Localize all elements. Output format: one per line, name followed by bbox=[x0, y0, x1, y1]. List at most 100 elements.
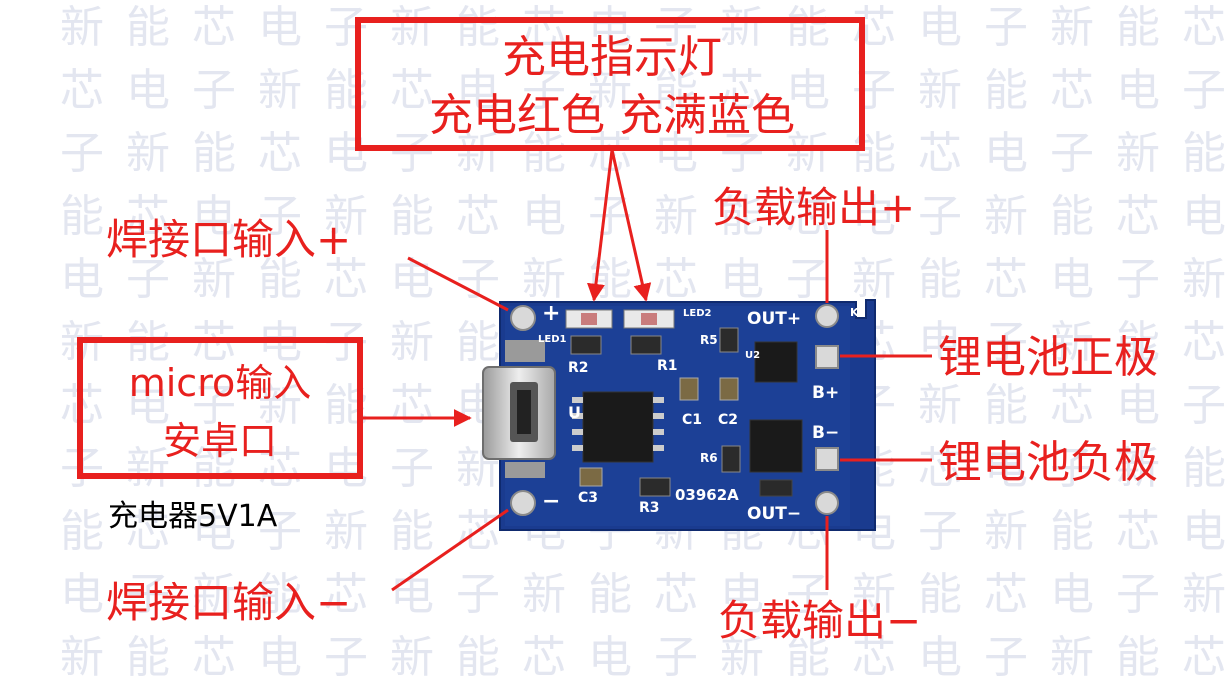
line-input-minus bbox=[391, 508, 509, 592]
watermark-glyph: 电 bbox=[786, 65, 830, 116]
watermark-glyph: 芯 bbox=[1182, 2, 1226, 53]
line-input-plus bbox=[407, 256, 509, 312]
silk-r3: R3 bbox=[639, 500, 660, 516]
watermark-glyph: 子 bbox=[390, 443, 434, 494]
watermark-glyph: 子 bbox=[786, 254, 830, 305]
watermark-glyph: 能 bbox=[918, 569, 962, 620]
watermark-glyph: 电 bbox=[390, 254, 434, 305]
watermark-glyph: 新 bbox=[258, 65, 302, 116]
watermark-glyph: 能 bbox=[786, 632, 830, 681]
micro-usb-connector bbox=[482, 340, 556, 478]
watermark-glyph: 电 bbox=[918, 632, 962, 681]
label-battery-negative: 锂电池负极 bbox=[938, 437, 1158, 488]
arrow-led1 bbox=[586, 149, 614, 302]
watermark-glyph: 新 bbox=[192, 569, 236, 620]
watermark-glyph: 新 bbox=[984, 191, 1028, 242]
watermark-glyph: 芯 bbox=[1182, 632, 1226, 681]
watermark-glyph: 能 bbox=[456, 2, 500, 53]
watermark-glyph: 新 bbox=[126, 128, 170, 179]
watermark-glyph: 新 bbox=[984, 506, 1028, 557]
watermark-glyph: 电 bbox=[192, 191, 236, 242]
watermark-glyph: 芯 bbox=[258, 128, 302, 179]
watermark-glyph: 子 bbox=[1050, 128, 1094, 179]
watermark-glyph: 新 bbox=[60, 2, 104, 53]
watermark-glyph: 新 bbox=[1182, 569, 1226, 620]
charger-board: + − LED1 LED2 OUT+ OUT− B+ B− K U U2 R1 … bbox=[482, 299, 876, 531]
watermark-glyph: 电 bbox=[456, 65, 500, 116]
watermark-glyph: 新 bbox=[852, 254, 896, 305]
watermark-glyph: 新 bbox=[654, 191, 698, 242]
pad-input-minus bbox=[510, 490, 536, 516]
watermark-glyph: 芯 bbox=[324, 254, 368, 305]
watermark-glyph: 芯 bbox=[60, 65, 104, 116]
watermark-glyph: 子 bbox=[126, 569, 170, 620]
watermark-glyph: 能 bbox=[984, 380, 1028, 431]
watermark-glyph: 电 bbox=[720, 254, 764, 305]
watermark-glyph: 新 bbox=[786, 128, 830, 179]
watermark-glyph: 芯 bbox=[852, 2, 896, 53]
watermark-glyph: 子 bbox=[852, 65, 896, 116]
protection-ic-u2 bbox=[754, 341, 798, 383]
watermark-glyph: 电 bbox=[984, 128, 1028, 179]
watermark-glyph: 芯 bbox=[852, 632, 896, 681]
watermark-glyph: 芯 bbox=[984, 569, 1028, 620]
watermark-glyph: 电 bbox=[1050, 569, 1094, 620]
watermark-glyph: 电 bbox=[1116, 380, 1160, 431]
watermark-glyph: 新 bbox=[390, 2, 434, 53]
watermark-glyph: 子 bbox=[1050, 443, 1094, 494]
watermark-glyph: 能 bbox=[60, 191, 104, 242]
watermark-glyph: 新 bbox=[1116, 128, 1160, 179]
watermark-glyph: 能 bbox=[192, 128, 236, 179]
watermark-glyph: 能 bbox=[126, 2, 170, 53]
watermark-glyph: 新 bbox=[390, 317, 434, 368]
watermark-glyph: 电 bbox=[1182, 191, 1226, 242]
watermark-glyph: 芯 bbox=[786, 191, 830, 242]
silk-out-minus: OUT− bbox=[747, 504, 801, 524]
watermark-glyph: 电 bbox=[588, 632, 632, 681]
label-android-port: 安卓口 bbox=[163, 419, 277, 463]
watermark-glyph: 子 bbox=[324, 2, 368, 53]
watermark-glyph: 能 bbox=[1116, 317, 1160, 368]
silk-u2: U2 bbox=[745, 350, 760, 361]
watermark-glyph: 能 bbox=[390, 191, 434, 242]
silk-u: U bbox=[568, 403, 581, 422]
watermark-glyph: 能 bbox=[852, 128, 896, 179]
watermark-glyph: 能 bbox=[258, 569, 302, 620]
watermark-glyph: 芯 bbox=[456, 191, 500, 242]
silk-r2: R2 bbox=[568, 360, 589, 376]
watermark-glyph: 子 bbox=[654, 2, 698, 53]
watermark-glyph: 新 bbox=[918, 380, 962, 431]
watermark-glyph: 子 bbox=[654, 632, 698, 681]
resistor-r2 bbox=[570, 335, 602, 355]
label-load-output-minus: 负载输出− bbox=[718, 596, 921, 645]
silk-r6: R6 bbox=[700, 451, 718, 465]
watermark-glyph: 子 bbox=[984, 317, 1028, 368]
watermark-glyph: 新 bbox=[258, 380, 302, 431]
watermark-glyph: 子 bbox=[1182, 380, 1226, 431]
silk-led2: LED2 bbox=[683, 308, 712, 319]
watermark-glyph: 子 bbox=[588, 191, 632, 242]
watermark-glyph: 新 bbox=[1182, 254, 1226, 305]
watermark-glyph: 芯 bbox=[1182, 317, 1226, 368]
watermark-glyph: 能 bbox=[588, 569, 632, 620]
watermark-glyph: 电 bbox=[258, 2, 302, 53]
watermark-glyph: 电 bbox=[852, 191, 896, 242]
silk-board-code: 03962A bbox=[675, 486, 739, 504]
watermark-glyph: 能 bbox=[390, 506, 434, 557]
resistor-r1 bbox=[630, 335, 662, 355]
watermark-glyph: 新 bbox=[390, 632, 434, 681]
watermark-glyph: 芯 bbox=[258, 443, 302, 494]
watermark-glyph: 芯 bbox=[390, 380, 434, 431]
watermark-glyph: 芯 bbox=[126, 191, 170, 242]
silk-c3: C3 bbox=[578, 490, 598, 506]
watermark-glyph: 能 bbox=[918, 254, 962, 305]
watermark-glyph: 子 bbox=[1116, 254, 1160, 305]
silk-c1: C1 bbox=[682, 412, 702, 428]
label-solder-input-plus: 焊接口输入+ bbox=[106, 215, 351, 264]
watermark-glyph: 子 bbox=[984, 2, 1028, 53]
watermark-glyph: 新 bbox=[1116, 443, 1160, 494]
label-micro-input: micro输入 bbox=[129, 361, 312, 405]
watermark-glyph: 子 bbox=[1182, 65, 1226, 116]
watermark-glyph: 芯 bbox=[390, 65, 434, 116]
